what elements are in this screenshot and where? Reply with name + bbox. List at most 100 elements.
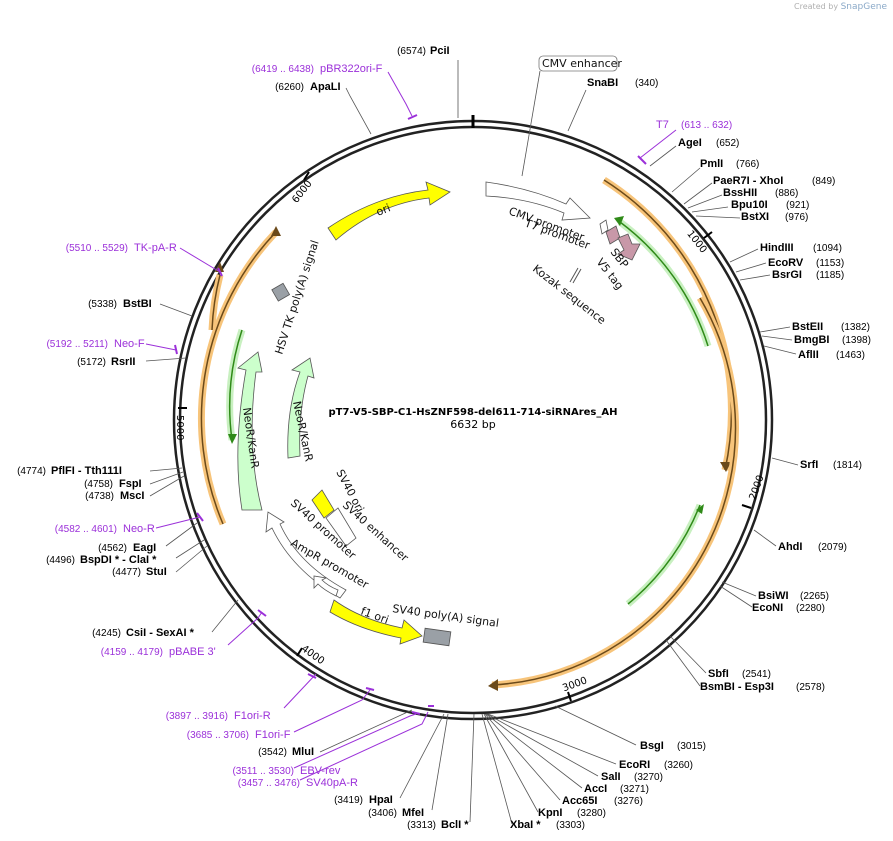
leader-xbai [481,713,513,825]
primer-name-neo-f: Neo-F [114,338,145,350]
primer-mark-f1ori-f [365,687,375,691]
primer-name-ebv-rev: EBV-rev [300,765,341,777]
site-pos-ecori: (3260) [664,760,693,771]
cmv-enhancer-box [538,55,618,72]
site-name-pflfi: PflFI - Tth111I [51,465,122,477]
site-pos-acci: (3271) [620,784,649,795]
primer-mark-t7 [637,155,647,165]
site-name-bsgi: BsgI [640,740,664,752]
leader-bsshii [687,194,723,209]
site-pos-bcli: (3313) [407,820,436,831]
leader-ecorv [735,262,767,273]
tick-1000 [703,231,713,239]
orf-arc-1 [603,179,733,471]
snapgene-logo-text: SnapGene [840,2,887,12]
snapgene-brand: Created by SnapGene [794,2,887,12]
site-pos-mlui: (3542) [258,747,287,758]
site-pos-apali: (6260) [275,82,304,93]
site-name-xbai: XbaI * [510,819,541,831]
feature-labels: CMV enhancer CMV promoter T7 promoter Ko… [240,55,631,630]
site-name-bsteii: BstEII [792,321,823,333]
primer-name-sv40pa-r: SV40pA-R [306,777,358,789]
leader-hpai [399,713,445,799]
site-pos-hpai: (3419) [334,795,363,806]
leader-bsiwi [721,581,757,597]
primer-mark-pbabe3 [257,609,267,617]
leader-paer7i [683,182,713,205]
site-name-srfi: SrfI [800,459,818,471]
leader-rsrii [145,357,187,362]
site-pos-paer7i: (849) [812,176,835,187]
site-name-msci: MscI [120,490,144,502]
orf-arc-4-head [215,262,224,272]
site-labels: (6574) PciI (6260) ApaLI SnaBI (340) Age… [17,45,871,831]
site-name-clai: BspDI * - ClaI * [80,554,157,566]
leader-bcli [469,713,475,823]
leader-bstbi [159,303,193,317]
site-name-pcii: PciI [430,45,450,57]
site-pos-bpu10i: (921) [786,200,809,211]
leader-acci [485,713,583,789]
primer-pos-t7: (613 .. 632) [681,120,732,131]
cmv-enhancer-leader [521,70,541,177]
leader-bpu10i [691,206,729,213]
orf-arc-1-head [720,462,731,472]
sv40-enhancer-box [325,507,357,547]
leader-agei [649,145,677,167]
site-pos-xbai: (3303) [556,820,585,831]
leader-hindiii [729,248,759,263]
orf-arc-2-halo [491,296,739,689]
primer-mark-pbr322ori-f [407,114,418,120]
label-ori: ori [374,201,392,218]
site-name-csii: CsiI - SexAI * [126,627,195,639]
tick-label-6000: 6000 [290,179,314,206]
site-pos-econi: (2280) [796,603,825,614]
site-pos-bsteii: (1382) [841,322,870,333]
site-name-hindiii: HindIII [760,242,794,254]
primer-leader-t7 [639,129,677,159]
site-name-bpu10i: Bpu10I [731,199,768,211]
created-by-text: Created by [794,2,839,11]
site-name-eagi: EagI [133,542,156,554]
ori-arrow [327,181,451,241]
primer-pos-ebv-rev: (3511 .. 3530) [232,766,294,777]
leader-csii [211,599,239,633]
primer-mark-neo-f [174,344,178,355]
orf-arc-3-head [271,226,281,236]
site-name-bstxi: BstXI [741,211,769,223]
feature-shapes [237,181,641,647]
leader-mfei [431,713,449,811]
site-pos-fspi: (4758) [84,479,113,490]
site-pos-snabi: (340) [635,78,658,89]
primer-leader-neo-r [155,516,201,529]
tick-6000 [303,171,310,181]
site-pos-stui: (4477) [112,567,141,578]
primer-leader-pbabe3 [227,611,263,646]
site-pos-ahdi: (2079) [818,542,847,553]
primer-leader-f1ori-r [283,673,317,709]
sv40-ori-box [311,489,335,519]
neor-kanr-arrow-2 [287,357,315,459]
green-arc-1-head [614,216,624,226]
primer-leader-pbr322ori-f [387,71,413,117]
site-pos-srfi: (1814) [833,460,862,471]
primer-leader-ebv-rev [293,713,417,769]
leader-econi [719,585,753,608]
leader-ecori [487,713,617,765]
site-pos-bstbi: (5338) [88,299,117,310]
leader-aflii [763,345,797,355]
site-pos-pflfi: (4774) [17,466,46,477]
primer-mark-neo-r [196,512,204,522]
site-name-agei: AgeI [678,137,702,149]
leader-bsrgi [739,274,771,281]
f1-ori-arrow [329,599,423,645]
primer-mark-f1ori-r [307,673,317,679]
sbp-arrow [617,233,641,261]
primer-name-t7: T7 [656,119,669,131]
leader-sbfi [669,635,707,674]
green-arc-1 [619,221,709,347]
site-name-bsshii: BssHII [723,187,757,199]
leader-mlui [319,709,413,753]
site-pos-bsmbi: (2578) [796,682,825,693]
